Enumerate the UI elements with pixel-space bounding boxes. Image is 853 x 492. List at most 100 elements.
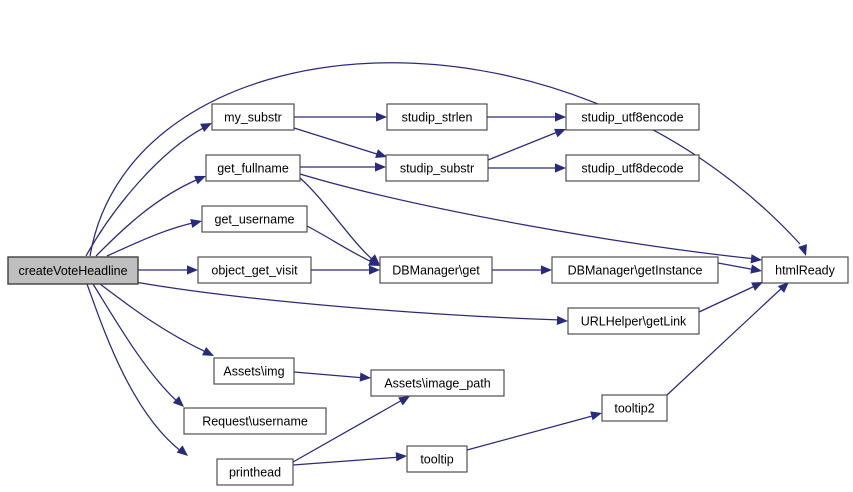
edge-createVoteHeadline-to-Request_username [92,283,184,407]
node-label: DBManager\getInstance [568,263,703,277]
edge-DBManager_get-to-DBManager_getInstance [492,265,552,275]
node-box[interactable] [201,205,308,233]
node-box[interactable] [216,458,294,486]
arrowhead-icon [750,254,762,264]
arrowhead-icon [395,452,407,462]
edge-studip_strlen-to-studip_utf8encode [487,112,566,122]
arrowhead-icon [376,112,387,122]
edge-printhead-to-Assets_image_path [292,396,410,463]
edge-createVoteHeadline-to-Assets_img [99,283,214,356]
node-label: URLHelper\getLink [581,314,687,328]
node-label: Assets\img [223,364,284,378]
node-box[interactable] [370,369,505,397]
node-box[interactable] [601,394,668,422]
node-printhead[interactable]: printhead [216,458,294,486]
node-Request_username[interactable]: Request\username [183,407,327,435]
edge-DBManager_getInstance-to-htmlReady [717,262,762,274]
node-box[interactable] [379,256,493,284]
edge-my_substr-to-studip_strlen [294,112,387,122]
arrowhead-icon [176,445,188,456]
node-box[interactable] [565,103,700,131]
node-label: Request\username [202,414,308,428]
arrowhead-icon [541,265,552,275]
edge-get_fullname-to-DBManager_get [299,177,380,265]
node-label: tooltip [420,452,453,466]
node-studip_utf8decode[interactable]: studip_utf8decode [565,154,700,182]
arrowhead-icon [368,257,380,266]
arrowhead-icon [172,396,184,407]
edge-get_fullname-to-htmlReady [299,173,762,264]
edge-URLHelper_getLink-to-htmlReady [698,282,763,313]
node-box[interactable] [565,154,700,182]
arrowhead-icon [554,128,566,138]
arrowhead-icon [590,411,602,421]
edge-Assets_img-to-Assets_image_path [293,371,371,382]
node-tooltip[interactable]: tooltip [406,445,468,473]
node-box[interactable] [386,103,488,131]
arrowhead-icon [750,264,762,274]
arrowhead-icon [556,315,568,326]
arrowhead-icon [798,244,807,256]
node-studip_substr[interactable]: studip_substr [385,154,489,182]
node-label: tooltip2 [614,401,654,415]
node-studip_utf8encode[interactable]: studip_utf8encode [565,103,700,131]
arrowhead-icon [375,149,387,158]
edge-printhead-to-tooltip [292,452,407,466]
node-box[interactable] [205,154,301,182]
node-studip_strlen[interactable]: studip_strlen [386,103,488,131]
node-box[interactable] [567,307,700,335]
arrowhead-icon [398,396,410,406]
arrowhead-icon [200,123,212,132]
node-htmlReady[interactable]: htmlReady [761,256,849,284]
arrowhead-icon [359,372,371,382]
node-URLHelper_getLink[interactable]: URLHelper\getLink [567,307,700,335]
edge-studip_substr-to-studip_utf8encode [487,128,566,161]
node-object_get_visit[interactable]: object_get_visit [197,256,312,284]
node-box[interactable] [551,256,719,284]
node-Assets_image_path[interactable]: Assets\image_path [370,369,505,397]
node-tooltip2[interactable]: tooltip2 [601,394,668,422]
node-label: studip_strlen [402,110,473,124]
edge-createVoteHeadline-to-URLHelper_getLink [134,281,568,326]
arrowhead-icon [777,282,789,293]
arrowhead-icon [190,218,202,228]
node-get_username[interactable]: get_username [201,205,308,233]
node-createVoteHeadline[interactable]: createVoteHeadline [7,256,139,285]
node-DBManager_getInstance[interactable]: DBManager\getInstance [551,256,719,284]
arrowhead-icon [194,175,206,185]
node-label: studip_utf8decode [581,161,683,175]
node-get_fullname[interactable]: get_fullname [205,154,301,182]
node-Assets_img[interactable]: Assets\img [213,357,295,385]
node-label: studip_substr [400,161,474,175]
node-my_substr[interactable]: my_substr [211,103,295,131]
node-box[interactable] [183,407,327,435]
edge-createVoteHeadline-to-get_fullname [95,175,206,257]
node-label: studip_utf8encode [581,110,683,124]
arrowhead-icon [368,254,380,265]
node-box[interactable] [213,357,295,385]
node-label: createVoteHeadline [18,264,127,278]
arrowhead-icon [751,282,763,291]
node-box[interactable] [7,256,139,285]
arrowhead-icon [555,163,566,173]
edge-createVoteHeadline-to-object_get_visit [138,265,198,275]
node-label: object_get_visit [211,263,298,277]
node-box[interactable] [385,154,489,182]
edge-createVoteHeadline-to-printhead [86,283,188,456]
arrowhead-icon [555,112,566,122]
node-box[interactable] [211,103,295,131]
edge-createVoteHeadline-to-my_substr [85,123,212,257]
edge-get_username-to-DBManager_get [306,225,380,266]
edge-tooltip-to-tooltip2 [466,411,602,451]
arrowhead-icon [369,265,380,275]
node-box[interactable] [761,256,849,284]
edge-tooltip2-to-htmlReady [666,282,789,396]
edge-get_fullname-to-studip_substr [300,162,386,172]
arrowhead-icon [375,162,386,172]
node-box[interactable] [406,445,468,473]
node-box[interactable] [197,256,312,284]
node-DBManager_get[interactable]: DBManager\get [379,256,493,284]
node-label: get_username [215,212,295,226]
edge-studip_substr-to-studip_utf8decode [488,163,566,173]
